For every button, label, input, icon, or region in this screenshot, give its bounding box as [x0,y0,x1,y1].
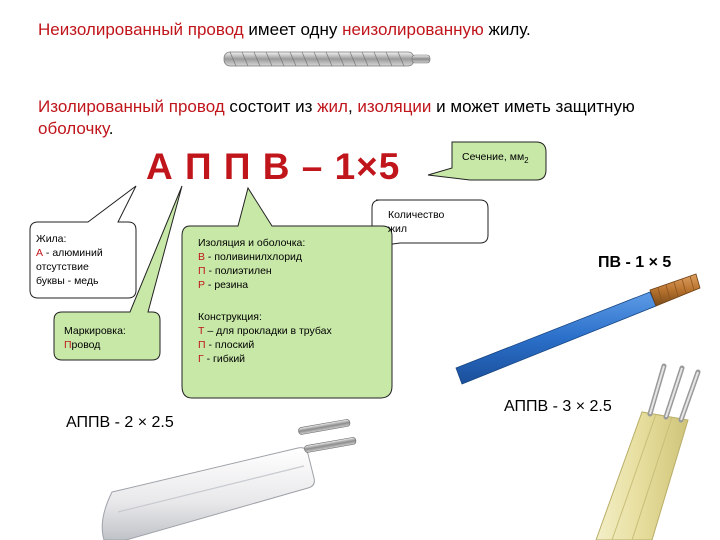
insulation-title: Изоляция и оболочка: [198,237,306,249]
bare-wire-image [223,51,431,67]
construction-letter: П [198,339,206,351]
marking-title: Маркировка: [64,325,126,337]
appv2-cable-image [101,419,357,540]
section-label: Сечение, мм [462,151,525,163]
insulation-callout-bubble [181,186,393,399]
core-callout-bubble [29,185,137,299]
marking-callout-bubble [53,185,183,361]
insulation-callout-text: Изоляция и оболочка: В - поливинилхлорид… [198,236,305,292]
construction-callout-text: Конструкция: Т – для прокладки в трубах … [198,310,332,366]
insulation-text: - резина [205,279,249,291]
construction-item: Т – для прокладки в трубах [198,324,332,338]
pv-wire-image [455,273,701,385]
core-callout-text: Жила: А - алюминий отсутствие буквы - ме… [36,232,103,288]
insulation-item: В - поливинилхлорид [198,250,305,264]
sheath-term: оболочку [38,119,109,138]
section-callout-bubble [427,141,547,181]
marking-letter: П [64,339,72,351]
insulation-letter: В [198,251,206,263]
core-row-3: буквы - медь [36,275,99,287]
marking-rest: ровод [71,339,101,351]
construction-letter: Г [198,353,204,365]
insulation-letter: П [198,265,206,277]
core-title: Жила: [36,233,67,245]
insulation-item: П - полиэтилен [198,264,305,278]
insulated-wire-term: Изолированный провод [38,97,225,116]
core-row-2: отсутствие [36,261,89,273]
construction-item: Г - гибкий [198,352,332,366]
appv3-cable-image [595,363,701,540]
bare-wire-text: имеет одну [243,20,343,39]
count-callout-text: Количество жил [388,208,444,236]
pv-label: ПВ - 1 × 5 [598,254,672,271]
marking-row: Провод [64,338,126,352]
core-row-aluminium: А - алюминий [36,246,103,260]
core-text-a: - алюминий [43,247,103,259]
cable-code-title: А П П В – 1×5 [146,146,401,187]
construction-text: – для прокладки в трубах [204,325,332,337]
insulation-item: Р - резина [198,278,305,292]
section-callout-text: Сечение, мм2 [462,150,529,168]
cores-term: жил [317,97,348,116]
bare-wire-term: Неизолированный провод [38,20,244,39]
construction-title: Конструкция: [198,311,262,323]
def-text-1: состоит из [224,97,318,116]
construction-text: - гибкий [203,353,246,365]
construction-item: П - плоский [198,338,332,352]
construction-text: - плоский [205,339,255,351]
def-text-2: , [347,97,358,116]
bare-wire-text-end: жилу. [483,20,531,39]
bare-wire-definition: Неизолированный провод имеет одну неизол… [38,20,531,40]
insulated-wire-definition: Изолированный провод состоит из жил, изо… [38,96,678,140]
bare-core-term: неизолированную [342,20,484,39]
core-letter-a: А [36,247,44,259]
appv2-label: АППВ - 2 × 2.5 [66,414,174,431]
count-line-2: жил [388,223,408,235]
insulation-letter: Р [198,279,206,291]
section-subscript: 2 [524,156,529,166]
appv3-label: АППВ - 3 × 2.5 [504,398,612,415]
marking-callout-text: Маркировка: Провод [64,324,126,352]
def-text-4: . [108,119,114,138]
construction-letter: Т [198,325,205,337]
count-line-1: Количество [388,209,445,221]
insulation-term: изоляции [357,97,432,116]
insulation-text: - полиэтилен [205,265,272,277]
def-text-3: и может иметь защитную [431,97,635,116]
insulation-text: - поливинилхлорид [205,251,303,263]
